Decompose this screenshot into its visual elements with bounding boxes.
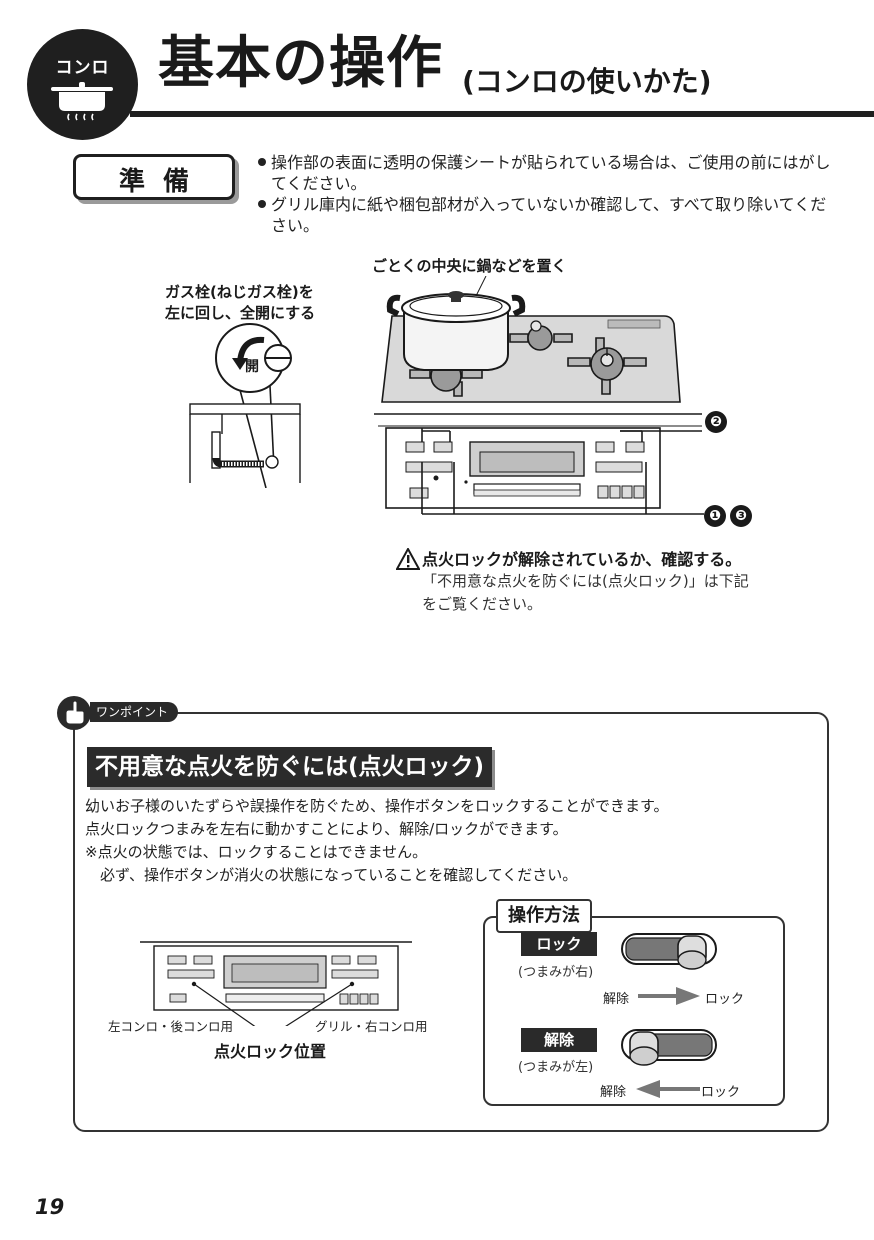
callout-3: ❸ <box>730 505 752 527</box>
lock-to-label: ロック <box>705 992 745 1007</box>
open-label: 開 <box>245 359 259 375</box>
lock-from-label: 解除 <box>603 992 630 1007</box>
title-rule <box>130 111 874 117</box>
page-title: 基本の操作 <box>158 31 443 96</box>
release-knob-left-icon <box>621 1029 717 1066</box>
gas-valve-diagram <box>189 323 301 488</box>
section-badge: コンロ <box>27 29 138 140</box>
pot-icon <box>51 82 113 121</box>
page-number: 19 <box>35 1195 65 1219</box>
panel-left-caption: 左コンロ・後コンロ用 <box>108 1019 234 1034</box>
left-arrow-icon <box>636 1080 700 1098</box>
callout-2: ❷ <box>705 411 727 433</box>
one-point-tag-label: ワンポイント <box>96 705 169 719</box>
badge-label: コンロ <box>55 58 110 78</box>
preparation-label-box: 準備 <box>73 154 235 200</box>
warning-heading: 点火ロックが解除されているか、確認する。 <box>422 550 742 569</box>
one-point-line: ※点火の状態では、ロックすることはできません。 <box>85 843 428 861</box>
right-arrow-icon <box>638 987 700 1005</box>
gas-valve-line-1: ガス栓(ねじガス栓)を <box>165 283 314 301</box>
release-mode-label: 解除 <box>521 1028 597 1052</box>
lock-mode-note: (つまみが右) <box>518 965 594 980</box>
release-from-label: 解除 <box>600 1085 627 1100</box>
pointing-hand-icon <box>57 696 91 730</box>
list-item: 操作部の表面に透明の保護シートが貼られている場合は、ご使用の前にはがしてください… <box>256 152 836 194</box>
callout-1: ❶ <box>704 505 726 527</box>
stove-diagram <box>374 276 704 515</box>
control-panel-diagram <box>140 941 412 1026</box>
one-point-tag: ワンポイント <box>90 702 179 722</box>
preparation-label: 準備 <box>118 167 207 197</box>
lock-knob-right-icon <box>621 933 717 970</box>
lock-mode-label: ロック <box>521 932 597 956</box>
panel-right-caption: グリル・右コンロ用 <box>315 1019 428 1034</box>
list-item: グリル庫内に紙や梱包部材が入っていないか確認して、すべて取り除いてください。 <box>256 194 836 236</box>
one-point-line: 必ず、操作ボタンが消火の状態になっていることを確認してください。 <box>85 866 578 884</box>
pot-placement-label: ごとくの中央に鍋などを置く <box>372 257 567 275</box>
gas-valve-line-2: 左に回し、全開にする <box>165 304 316 322</box>
release-mode-note: (つまみが左) <box>518 1060 594 1075</box>
release-to-label: ロック <box>701 1085 741 1100</box>
lock-position-label: 点火ロック位置 <box>214 1042 327 1061</box>
one-point-heading: 不用意な点火を防ぐには(点火ロック) <box>87 747 493 787</box>
one-point-body: 幼いお子様のいたずらや誤操作を防ぐため、操作ボタンをロックすることができます。 … <box>85 795 815 887</box>
preparation-list: 操作部の表面に透明の保護シートが貼られている場合は、ご使用の前にはがしてください… <box>256 152 836 236</box>
gas-valve-instruction: ガス栓(ねじガス栓)を 左に回し、全開にする <box>165 282 315 324</box>
one-point-line: 点火ロックつまみを左右に動かすことにより、解除/ロックができます。 <box>85 820 568 838</box>
warning-triangle-icon <box>396 548 420 570</box>
operation-method-title: 操作方法 <box>496 899 592 933</box>
page-subtitle: (コンロの使いかた) <box>462 65 712 98</box>
warning-body: 「不用意な点火を防ぐには(点火ロック)」は下記をご覧ください。 <box>422 572 749 613</box>
one-point-line: 幼いお子様のいたずらや誤操作を防ぐため、操作ボタンをロックすることができます。 <box>85 797 669 815</box>
